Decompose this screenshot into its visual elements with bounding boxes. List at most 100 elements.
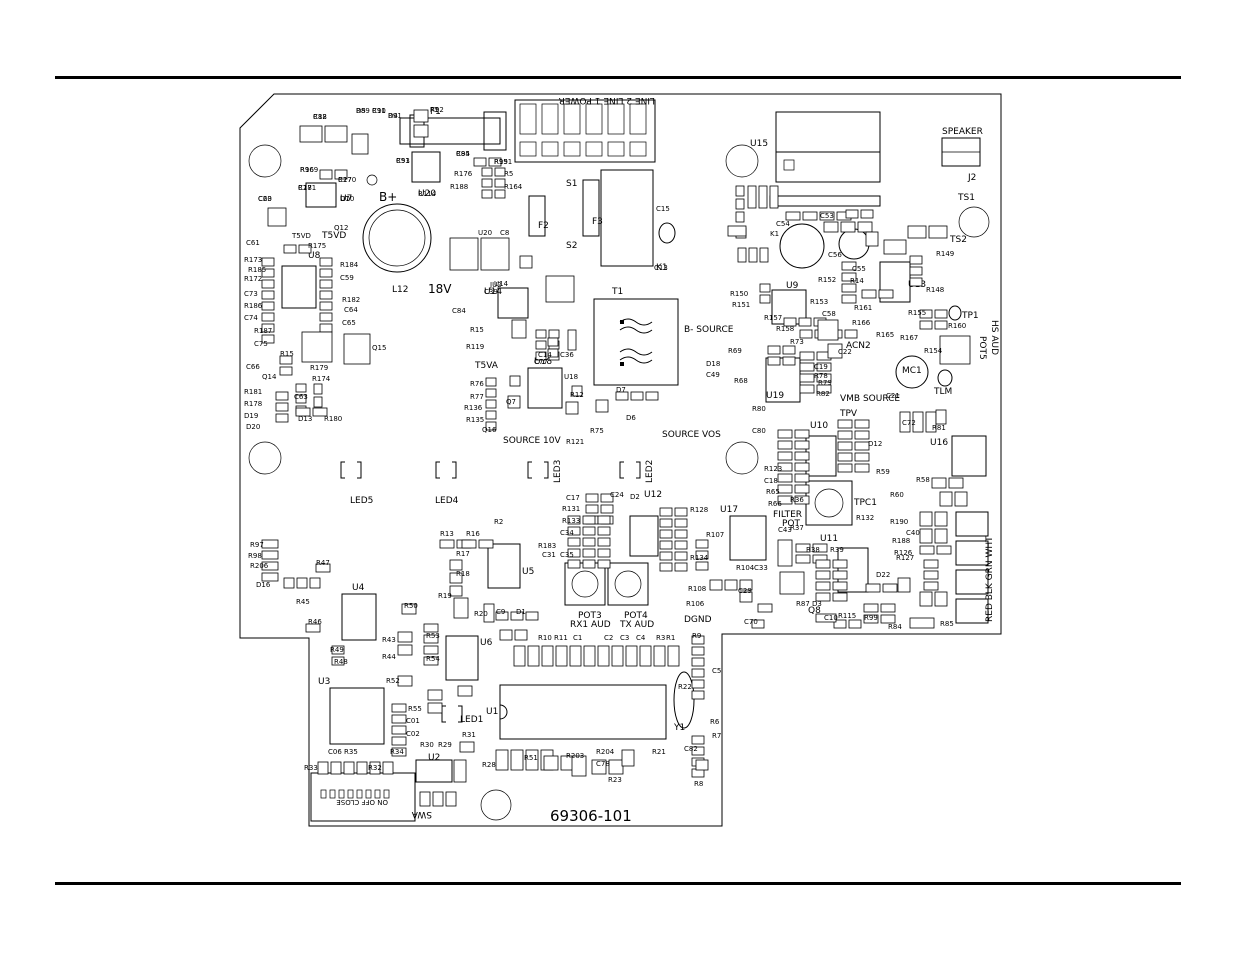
smd-pad [611, 645, 624, 667]
designator-u7: U7 [340, 195, 350, 203]
smd-pad [261, 539, 279, 549]
smd-pad [854, 463, 870, 473]
designator-c15: C15 [656, 205, 670, 213]
smd-pad [919, 309, 933, 319]
t5va-label: T5VA [474, 361, 499, 371]
smd-pad [735, 211, 745, 223]
designator-r134: R134 [690, 554, 709, 562]
designator-r84: R84 [888, 623, 902, 631]
smd-pad [283, 577, 295, 589]
designator-r131: R131 [562, 505, 580, 513]
smd-pad [934, 309, 948, 319]
smd-pad [513, 645, 526, 667]
smd-pad [817, 319, 839, 341]
smd-pad [934, 511, 948, 527]
pot3-label: POT3 [578, 611, 602, 621]
designator-r114: R114 [418, 190, 437, 198]
power-terminal-block [514, 99, 656, 163]
u1-package [499, 684, 667, 740]
smd-pad [815, 581, 831, 591]
power-header-label: LINE 2 LINE 1 POWER [559, 95, 655, 105]
designator-r34: R34 [390, 748, 404, 756]
designator-r178: R178 [244, 400, 262, 408]
smd-pad [794, 451, 810, 461]
smd-pad [461, 539, 477, 549]
smd-pad [453, 597, 469, 619]
smd-pad [481, 189, 493, 199]
designator-r115: R115 [838, 612, 856, 620]
smd-pad [759, 247, 769, 263]
smd-pad [382, 761, 394, 775]
designator-r1: R1 [666, 634, 675, 642]
tp1-ring [948, 305, 962, 321]
smd-pad [919, 528, 933, 544]
smd-pad [334, 169, 348, 180]
smd-pad [514, 629, 528, 641]
smd-pad [934, 591, 948, 607]
smd-pad [794, 440, 810, 450]
smd-pad [295, 383, 307, 393]
smd-pad [449, 572, 463, 584]
smd-pad [547, 337, 559, 347]
part-label-inductor: L12 [392, 285, 408, 295]
smd-pad [782, 356, 796, 366]
designator-r6: R6 [710, 718, 720, 726]
smd-pad [854, 419, 870, 429]
designator-c27: C27 [338, 176, 352, 184]
designator-r31: R31 [462, 731, 476, 739]
smd-pad [391, 736, 407, 746]
smd-pad [659, 551, 673, 561]
part-label-ts1: TS1 [957, 193, 975, 203]
designator-c13: C13 [654, 264, 668, 272]
designator-c5: C5 [712, 667, 721, 675]
smd-pad [298, 244, 312, 254]
designator-q14: Q14 [262, 373, 277, 381]
designator-r37: R37 [790, 524, 804, 532]
designator-q7: Q7 [506, 398, 516, 406]
smd-pad [837, 430, 853, 440]
designator-r97: R97 [250, 541, 264, 549]
designator-r44: R44 [382, 653, 396, 661]
smd-pad [854, 452, 870, 462]
designator-r148: R148 [926, 286, 944, 294]
designator-r93: R93 [396, 157, 410, 165]
smd-pad [777, 484, 793, 494]
designator-r187: R187 [254, 327, 272, 335]
part-label-mic: MC1 [902, 366, 922, 376]
designator-r79: R79 [818, 379, 832, 387]
designator-r181: R181 [244, 388, 262, 396]
smd-pad [674, 507, 688, 517]
smd-pad [691, 646, 705, 656]
designator-c80: C80 [752, 427, 766, 435]
designator-r106: R106 [686, 600, 705, 608]
smd-pad [569, 645, 582, 667]
smd-pad [527, 645, 540, 667]
smd-pad [295, 407, 311, 417]
designator-c66: C66 [246, 363, 260, 371]
designator-r89: R89 [356, 107, 370, 115]
smd-pad [356, 761, 368, 775]
designator-r184: R184 [340, 261, 359, 269]
filter-label: FILTER [773, 510, 802, 520]
smd-pad [837, 463, 853, 473]
smd-pad [525, 749, 539, 771]
designator-r132: R132 [856, 514, 874, 522]
designator-r127: R127 [896, 554, 914, 562]
smd-pad [919, 591, 933, 607]
designator-r59: R59 [876, 468, 890, 476]
designator-r98: R98 [248, 552, 262, 560]
designator-r123: R123 [764, 465, 782, 473]
ic-body-u5 [487, 543, 521, 589]
designator-c78: C78 [596, 760, 610, 768]
smd-pad [423, 623, 439, 633]
smd-pad [449, 559, 463, 571]
designator-r73: R73 [790, 338, 804, 346]
designator-d13: D13 [298, 415, 312, 423]
smd-pad [832, 570, 848, 580]
designator-c61: C61 [246, 239, 260, 247]
designator-r16: R16 [466, 530, 480, 538]
designator-r191: R191 [494, 158, 512, 166]
designator-r69: R69 [728, 347, 742, 355]
u15-package [769, 111, 881, 207]
ic-label-u1: U1 [486, 707, 498, 717]
